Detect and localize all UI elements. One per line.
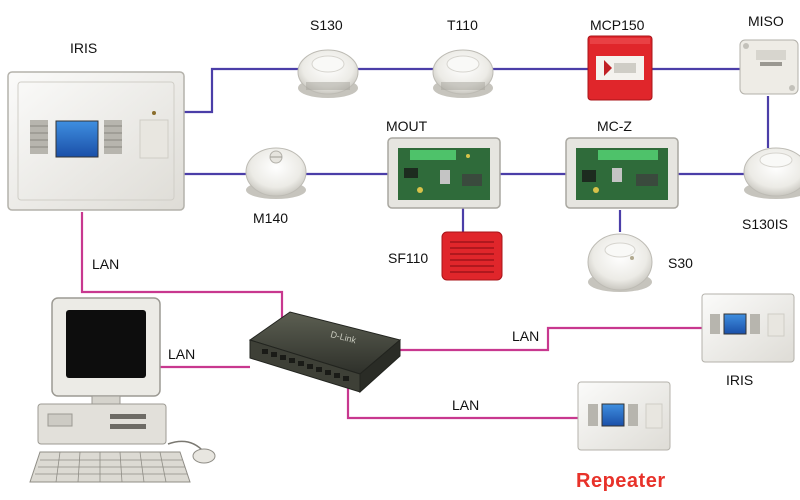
lan-label-iris: LAN [512, 328, 540, 344]
pc-workstation-icon[interactable] [29, 297, 216, 483]
mcp150-call-point-icon[interactable] [587, 35, 653, 101]
lan-wiring [80, 212, 702, 420]
lan-wire-panel-switch [80, 212, 284, 318]
m140-detector-icon[interactable] [245, 147, 307, 199]
miso-module-icon[interactable] [739, 39, 799, 95]
repeater-panel[interactable] [577, 381, 671, 451]
repeater-label: Repeater [576, 470, 666, 492]
network-switch-icon[interactable]: D-Link [248, 311, 402, 394]
s130is-label: S130IS [742, 216, 788, 232]
miso-label: MISO [748, 13, 784, 29]
s30-detector-icon[interactable] [587, 233, 653, 292]
lan-wire-switch-repeater [346, 382, 578, 420]
sf110-label: SF110 [388, 250, 429, 266]
mcz-module-icon[interactable] [565, 137, 679, 209]
iris-main-label: IRIS [70, 40, 98, 56]
mout-label: MOUT [386, 118, 428, 134]
loop-wire-top [183, 67, 300, 114]
mcz-label: MC-Z [597, 118, 632, 134]
iris-main-panel[interactable] [7, 71, 185, 211]
mcp150-label: MCP150 [590, 17, 645, 33]
s130-detector-icon[interactable] [297, 49, 359, 98]
loop-wiring [183, 67, 770, 232]
lan-label-pc: LAN [168, 346, 196, 362]
sf110-sounder-icon[interactable] [441, 231, 503, 281]
lan-label-repeater: LAN [452, 397, 480, 413]
m140-label: M140 [253, 210, 289, 226]
mout-module-icon[interactable] [387, 137, 501, 209]
panel-screen [55, 120, 99, 158]
panel-grille-right [104, 120, 122, 154]
iris-remote-label: IRIS [726, 372, 754, 388]
t110-detector-icon[interactable] [432, 49, 494, 98]
s130-label: S130 [310, 17, 343, 33]
s30-label: S30 [668, 255, 693, 271]
iris-remote-panel[interactable] [701, 293, 795, 363]
t110-label: T110 [447, 17, 478, 33]
panel-grille-left [30, 120, 48, 154]
lan-wire-switch-iris [398, 326, 702, 352]
lan-label-panel: LAN [92, 256, 120, 272]
s130is-detector-icon[interactable] [743, 147, 800, 199]
